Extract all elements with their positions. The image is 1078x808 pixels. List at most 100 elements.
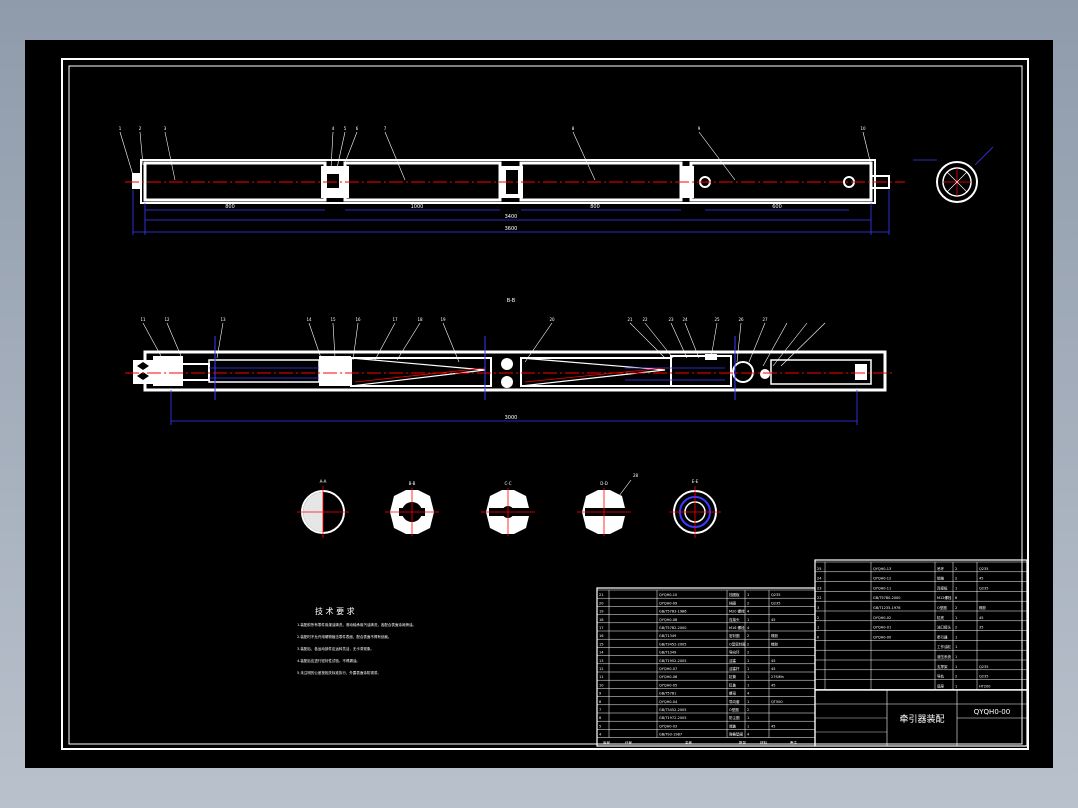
bom-cell: 13 bbox=[599, 659, 603, 663]
bom-cell: 1 bbox=[747, 659, 749, 663]
bom-cell: QYQH0-12 bbox=[873, 577, 891, 581]
dim-2: 1000 bbox=[411, 204, 424, 210]
balloon-section: 14 bbox=[306, 317, 312, 322]
bom-cell: 1 bbox=[747, 667, 749, 671]
bom-cell: GB/T5783-1986 bbox=[659, 610, 687, 614]
bom-cell: 油口接头 bbox=[937, 625, 951, 630]
balloon-section: 23 bbox=[668, 317, 674, 322]
bom-cell: QYQH0-13 bbox=[873, 567, 891, 571]
bom-cell: 11 bbox=[599, 675, 603, 679]
bom-cell: 1 bbox=[955, 586, 957, 590]
bom-cell: Q235 bbox=[979, 675, 988, 679]
left-end-cap bbox=[132, 173, 142, 189]
bom-cell: 4 bbox=[747, 626, 750, 630]
bom-cell: 1 bbox=[955, 616, 957, 620]
bom-left-header-note: 备注 bbox=[790, 740, 798, 745]
bom-cell: QYQH0-09 bbox=[659, 601, 677, 605]
balloon-section: 15 bbox=[330, 317, 336, 322]
balloon-section: 17 bbox=[392, 317, 398, 322]
cross-section-cc bbox=[481, 488, 535, 536]
bom-cell: 缸底 bbox=[937, 615, 945, 620]
dim-1: 800 bbox=[225, 204, 235, 210]
bom-cell: QYQH0-07 bbox=[659, 667, 677, 671]
bom-cell: 支撑架 bbox=[937, 664, 948, 669]
bom-cell: 橡胶 bbox=[771, 633, 779, 638]
bom-cell: 2 bbox=[747, 651, 749, 655]
balloon-top: 5 bbox=[344, 126, 347, 131]
assembly-drawing bbox=[61, 58, 1029, 750]
bom-cell: M12螺栓 bbox=[937, 595, 952, 600]
top-view bbox=[119, 131, 905, 235]
bom-cell: 21 bbox=[599, 593, 603, 597]
bom-cell: 2 bbox=[955, 626, 957, 630]
inner-frame bbox=[68, 65, 1023, 745]
bom-cell: 2 bbox=[747, 642, 749, 646]
bom-cell: 19 bbox=[599, 610, 603, 614]
bom-cell: 20 bbox=[599, 601, 603, 605]
bom-cell: 45 bbox=[771, 659, 775, 663]
bom-cell: GB/T5780-2000 bbox=[873, 596, 901, 600]
bom-cell: 挡圈板 bbox=[729, 592, 740, 597]
balloon-top: 9 bbox=[698, 126, 701, 131]
bom-cell: 导向套 bbox=[729, 699, 740, 704]
bom-cell: QYQH0-04 bbox=[659, 700, 678, 704]
bom-cell: 导向环 bbox=[729, 650, 740, 655]
balloon-section: 11 bbox=[140, 317, 146, 322]
bom-cell: 35 bbox=[979, 626, 983, 630]
balloon-section: 20 bbox=[549, 317, 555, 322]
bom-cell: 15 bbox=[599, 642, 603, 646]
bom-cell: 2 bbox=[955, 675, 957, 679]
bom-cell: 7 bbox=[599, 708, 601, 712]
bom-cell: 10 bbox=[599, 683, 603, 687]
balloon-section: 16 bbox=[355, 317, 361, 322]
balloon-section: 12 bbox=[164, 317, 170, 322]
bom-cell: 17 bbox=[599, 626, 603, 630]
cross-label-aa: A-A bbox=[320, 479, 327, 484]
bom-cell: GB/T1349 bbox=[659, 651, 676, 655]
bom-cell: 0 bbox=[817, 635, 819, 639]
bom-cell: Q235 bbox=[979, 665, 988, 669]
bom-cell: 1 bbox=[955, 684, 957, 688]
bom-left-header-mat: 材料 bbox=[760, 740, 768, 745]
bom-cell: 1 bbox=[955, 655, 957, 659]
dim-4: 600 bbox=[772, 204, 782, 210]
bom-cell: 连接板 bbox=[937, 585, 948, 590]
bom-cell: 4 bbox=[747, 610, 750, 614]
bom-cell: 27SiMn bbox=[771, 675, 784, 679]
bom-cell: M16 螺栓 bbox=[729, 625, 745, 630]
balloon-section: 13 bbox=[220, 317, 226, 322]
bom-cell: 14 bbox=[599, 651, 604, 655]
end-view bbox=[913, 146, 994, 203]
bom-cell: GB/T5781 bbox=[659, 692, 676, 696]
bom-cell: 2 bbox=[955, 577, 957, 581]
cross-balloon: 28 bbox=[633, 473, 639, 478]
bom-cell: 23 bbox=[817, 586, 821, 590]
bom-cell: QYQH0-08 bbox=[659, 618, 677, 622]
bom-cell: GB/T1349 bbox=[659, 634, 676, 638]
bom-cell: 22 bbox=[817, 596, 821, 600]
bom-cell: 1 bbox=[955, 665, 957, 669]
drawing-name: 牵引器装配 bbox=[899, 713, 944, 725]
bom-cell: 螺母 bbox=[729, 691, 737, 696]
dim-overall: 3600 bbox=[505, 226, 518, 232]
bom-cell: QYQH0-10 bbox=[659, 593, 677, 597]
bom-cell: GB/T1235-1976 bbox=[873, 606, 901, 610]
bom-cell: 9 bbox=[599, 692, 601, 696]
bom-cell: 6 bbox=[955, 596, 957, 600]
balloon-top: 7 bbox=[384, 126, 387, 131]
bom-left-header-no: 序号 bbox=[603, 740, 611, 745]
balloon-section: 25 bbox=[714, 317, 720, 322]
bom-cell: 1 bbox=[747, 716, 749, 720]
title-block bbox=[814, 689, 1028, 747]
bom-cell: 45 bbox=[771, 667, 775, 671]
dim-total: 3400 bbox=[505, 214, 518, 220]
bom-cell: 4 bbox=[599, 733, 602, 737]
bom-cell: QYQH0-00 bbox=[873, 635, 891, 639]
bom-header-left: 序号 代号 名称 数量 材料 备注 bbox=[603, 740, 798, 745]
bom-cell: 橡胶 bbox=[979, 605, 987, 610]
cross-label-bb: B-B bbox=[409, 481, 416, 486]
balloon-top: 4 bbox=[332, 126, 335, 131]
